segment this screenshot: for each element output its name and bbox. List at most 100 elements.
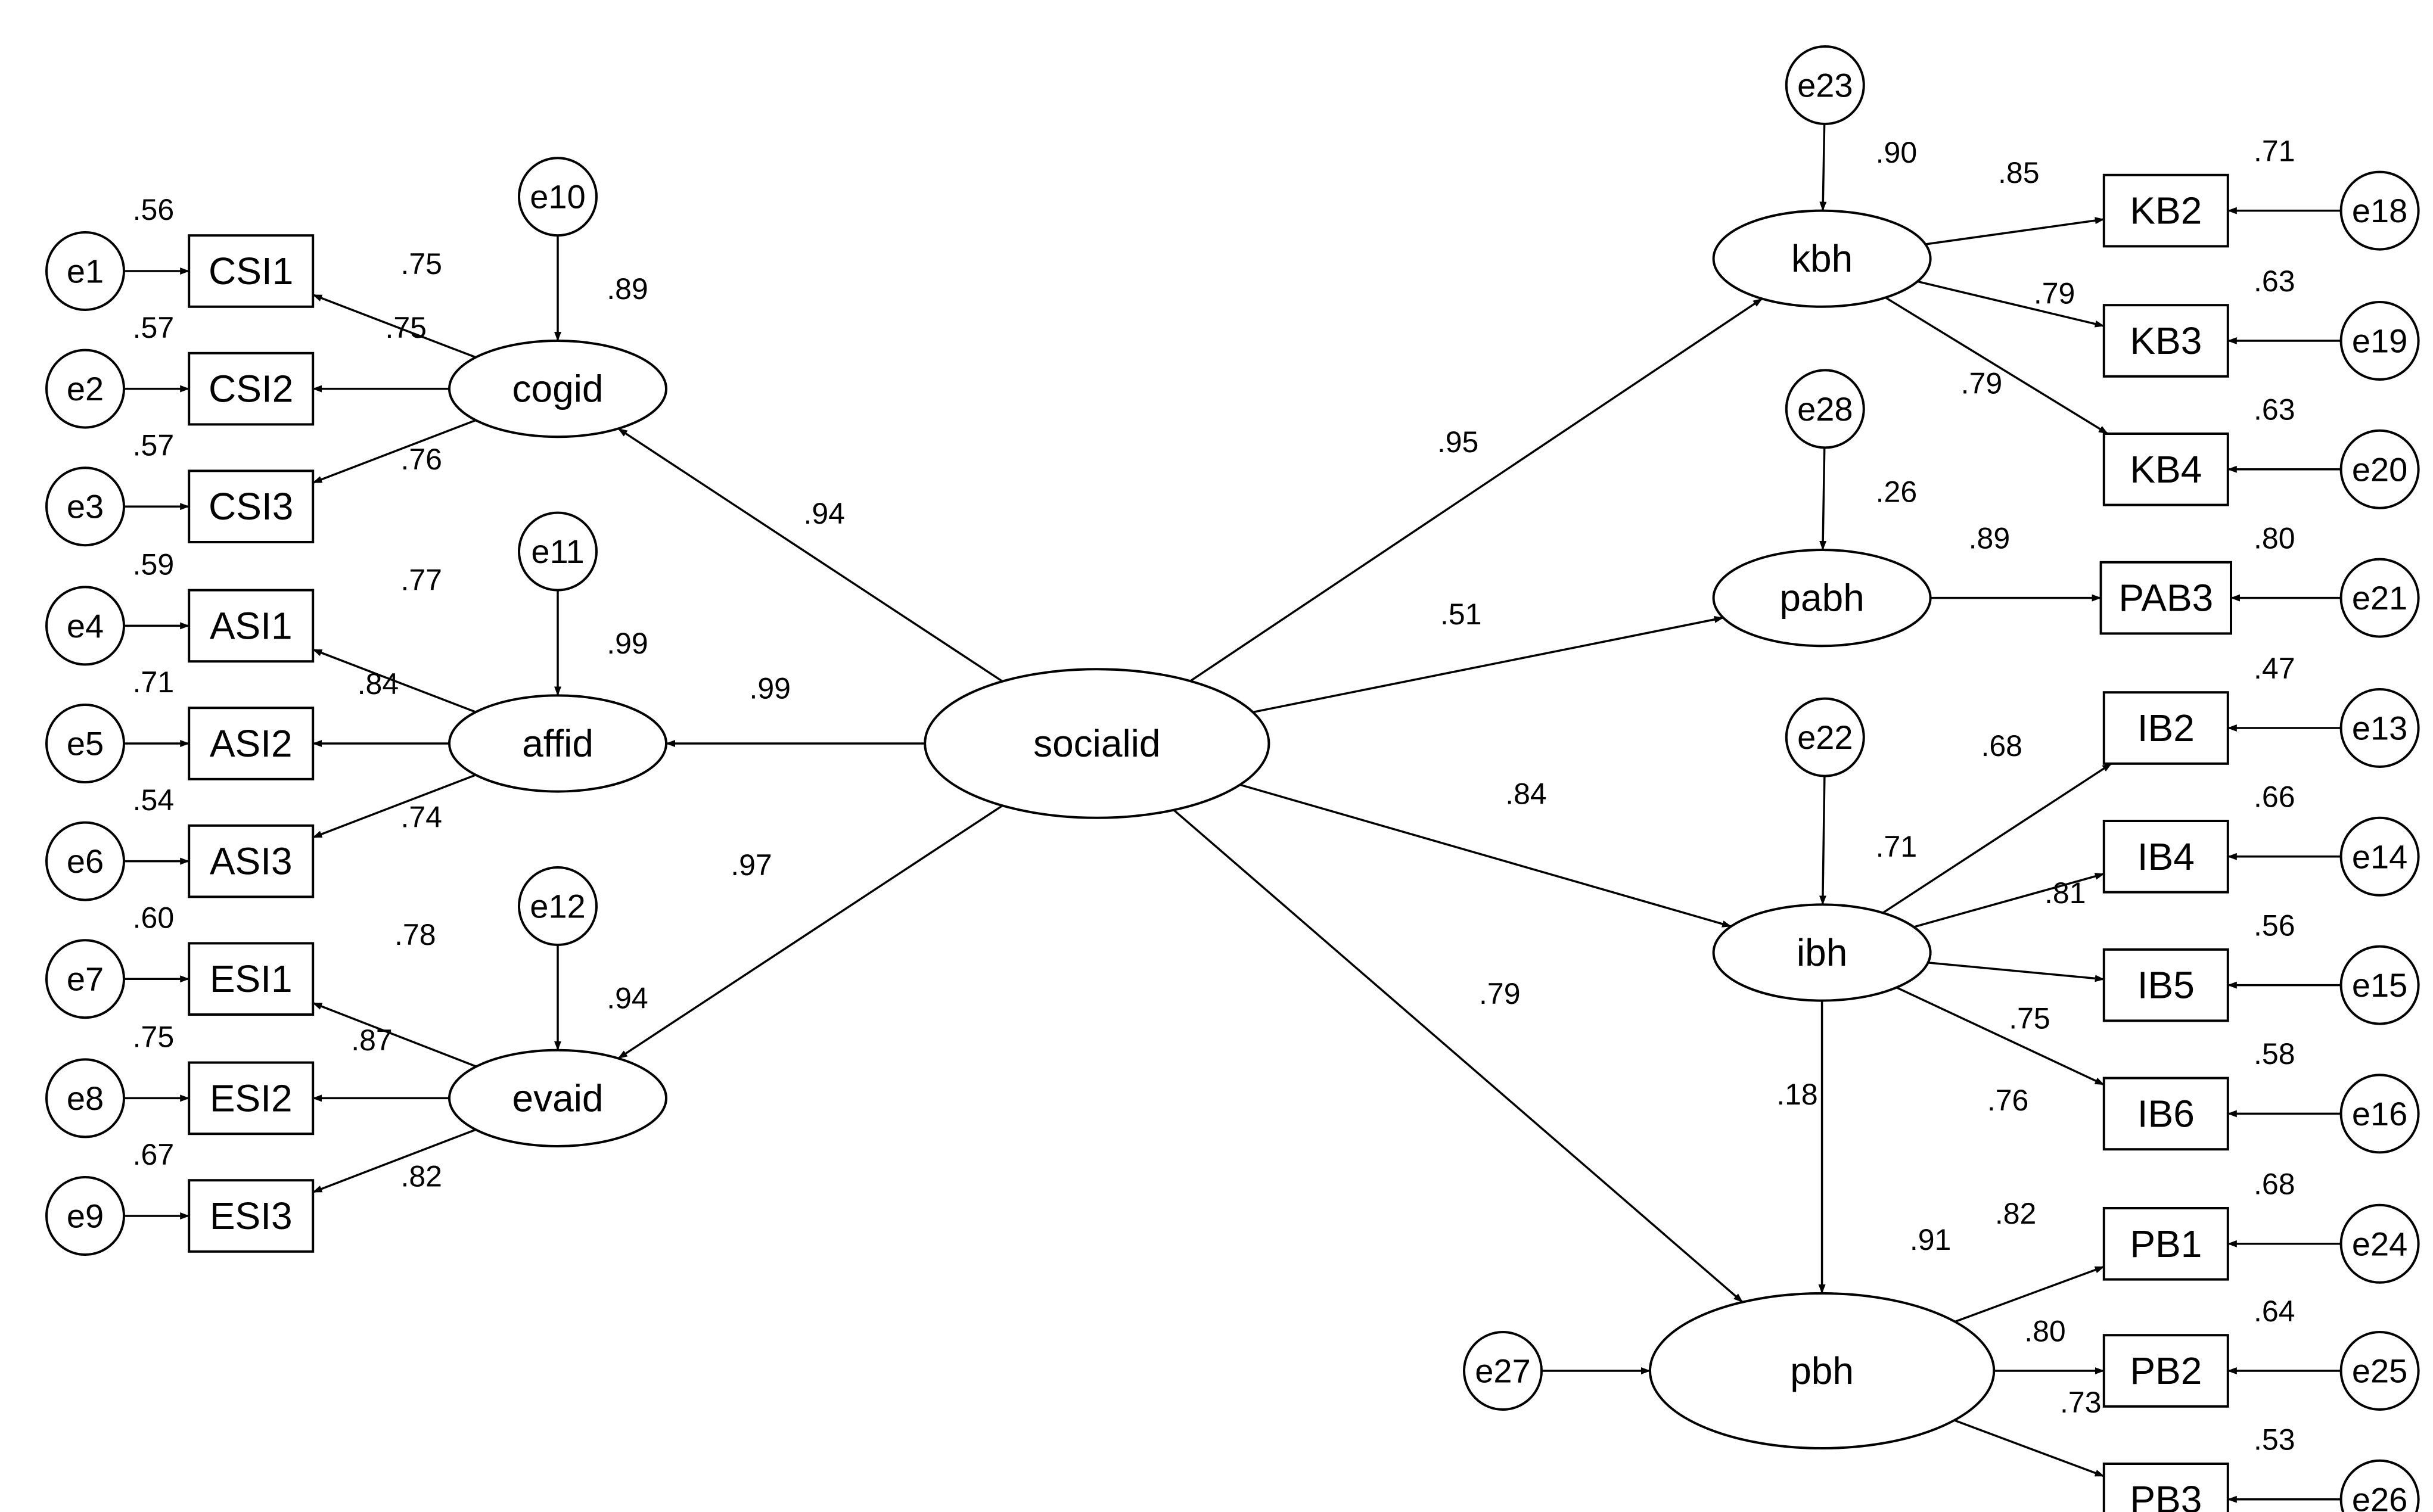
error-node-e6: e6 [45, 821, 125, 901]
indicator-node-ib5: IB5 [2102, 948, 2229, 1022]
path-arrow-socialid-to-ibh [1239, 783, 1732, 928]
r-squared-label-affid: .99 [607, 627, 648, 660]
error-node-e4: e4 [45, 586, 125, 666]
indicator-node-csi3: CSI3 [188, 469, 315, 544]
path-arrow-socialid-to-evaid [617, 804, 1003, 1059]
path-coefficient-evaid-to-esi3: .82 [400, 1160, 442, 1193]
path-arrow-affid-to-asi1 [312, 648, 477, 713]
node-label-e20: e20 [2352, 450, 2407, 488]
error-circle [2339, 429, 2420, 509]
path-coefficient-evaid-to-esi2: .87 [351, 1023, 393, 1057]
node-label-e2: e2 [67, 370, 104, 407]
error-node-e23: e23 [1785, 45, 1865, 125]
error-node-e28: e28 [1785, 369, 1865, 449]
indicator-box [2102, 691, 2229, 765]
node-label-csi2: CSI2 [209, 368, 293, 410]
path-coefficient-socialid-to-cogid: .94 [803, 497, 845, 530]
r-squared-label-pabh: .26 [1876, 475, 1918, 508]
error-circle [45, 821, 125, 901]
error-circle [1463, 1331, 1543, 1411]
path-arrow-kbh-to-kb2 [1925, 217, 2105, 245]
error-circle [45, 349, 125, 429]
path-arrow-pbh-to-pb3 [1954, 1419, 2105, 1477]
r-squared-label-ibh: .71 [1876, 830, 1918, 863]
indicator-box [2102, 1207, 2229, 1281]
node-label-e28: e28 [1797, 390, 1853, 428]
r-squared-label-pab3: .80 [2254, 521, 2295, 555]
path-arrow-e28-to-pabh [1819, 447, 1827, 551]
r-squared-label-ib5: .56 [2254, 909, 2295, 942]
path-coefficient-pabh-to-pab3: .89 [1969, 521, 2011, 555]
node-label-e5: e5 [67, 725, 104, 763]
indicator-node-asi1: ASI1 [188, 589, 315, 663]
error-node-e27: e27 [1463, 1331, 1543, 1411]
r-squared-label-ib2: .47 [2254, 652, 2295, 685]
node-label-kb3: KB3 [2130, 319, 2202, 362]
path-arrow-ibh-to-ib2 [1882, 763, 2112, 914]
indicator-node-csi1: CSI1 [188, 234, 315, 308]
path-arrow-socialid-to-pbh [1173, 809, 1744, 1303]
node-label-pb1: PB1 [2130, 1222, 2202, 1265]
latent-ellipse [448, 340, 667, 438]
node-label-socialid: socialid [1033, 722, 1160, 765]
path-coefficient-kbh-to-kb4: .79 [1961, 366, 2003, 400]
nodes-layer: e1e2e3e4e5e6e7e8e9e10e11e12e13e14e15e16e… [45, 45, 2420, 1512]
indicator-box [2102, 173, 2229, 248]
node-label-e22: e22 [1797, 718, 1853, 756]
error-circle [2339, 1331, 2420, 1411]
node-label-pbh: pbh [1790, 1349, 1854, 1392]
error-circle [518, 157, 598, 237]
latent-node-affid: affid [448, 694, 667, 793]
node-label-e11: e11 [531, 533, 584, 570]
error-circle [45, 466, 125, 547]
path-coefficient-socialid-to-pbh: .79 [1479, 977, 1521, 1010]
latent-node-socialid: socialid [924, 668, 1270, 819]
error-circle [2339, 1203, 2420, 1284]
node-label-e12: e12 [530, 888, 585, 925]
path-arrow-socialid-to-pabh [1253, 615, 1724, 714]
r-squared-label-ib6: .58 [2254, 1037, 2295, 1071]
error-node-e14: e14 [2339, 816, 2420, 897]
path-coefficient-affid-to-asi3: .74 [400, 800, 442, 833]
error-node-e11: e11 [518, 511, 598, 592]
path-coefficient-socialid-to-affid: .99 [749, 672, 791, 705]
path-coefficient-cogid-to-csi2: .75 [385, 311, 427, 344]
node-label-csi1: CSI1 [209, 250, 293, 293]
path-arrow-evaid-to-esi3 [312, 1128, 477, 1193]
error-node-e20: e20 [2339, 429, 2420, 509]
error-node-e5: e5 [45, 704, 125, 783]
error-circle [2339, 558, 2420, 638]
error-node-e24: e24 [2339, 1203, 2420, 1284]
node-label-ibh: ibh [1797, 931, 1847, 974]
error-node-e22: e22 [1785, 697, 1865, 777]
error-circle [45, 704, 125, 783]
path-arrow-ibh-to-ib4 [1913, 873, 2105, 928]
path-coefficient-ibh-to-ib5: .75 [2009, 1001, 2050, 1035]
path-coefficient-ibh-to-ib2: .68 [1981, 729, 2022, 763]
node-label-evaid: evaid [512, 1077, 604, 1119]
latent-node-pabh: pabh [1712, 549, 1932, 648]
path-coefficient-socialid-to-kbh: .95 [1437, 425, 1479, 459]
r-squared-label-asi3: .54 [133, 783, 175, 817]
node-label-e18: e18 [2352, 192, 2407, 229]
node-label-csi3: CSI3 [209, 485, 293, 528]
latent-ellipse [1712, 549, 1932, 648]
path-arrow-kbh-to-kb4 [1885, 297, 2109, 435]
node-label-e1: e1 [67, 253, 104, 290]
node-label-esi2: ESI2 [210, 1077, 293, 1119]
node-label-asi3: ASI3 [210, 840, 293, 883]
indicator-node-kb3: KB3 [2102, 304, 2229, 378]
node-label-e24: e24 [2352, 1225, 2407, 1262]
path-arrow-kbh-to-kb3 [1917, 280, 2105, 328]
indicator-node-pab3: PAB3 [2099, 561, 2233, 635]
r-squared-label-csi2: .57 [133, 311, 175, 344]
path-arrow-ibh-to-ib6 [1896, 986, 2105, 1086]
error-node-e19: e19 [2339, 301, 2420, 381]
node-label-e9: e9 [67, 1197, 104, 1235]
r-squared-label-esi2: .75 [133, 1021, 175, 1054]
node-label-e4: e4 [67, 607, 104, 645]
indicator-node-esi1: ESI1 [188, 942, 315, 1016]
indicator-box [2102, 304, 2229, 378]
indicator-box [188, 1061, 315, 1135]
node-label-pab3: PAB3 [2118, 577, 2213, 620]
